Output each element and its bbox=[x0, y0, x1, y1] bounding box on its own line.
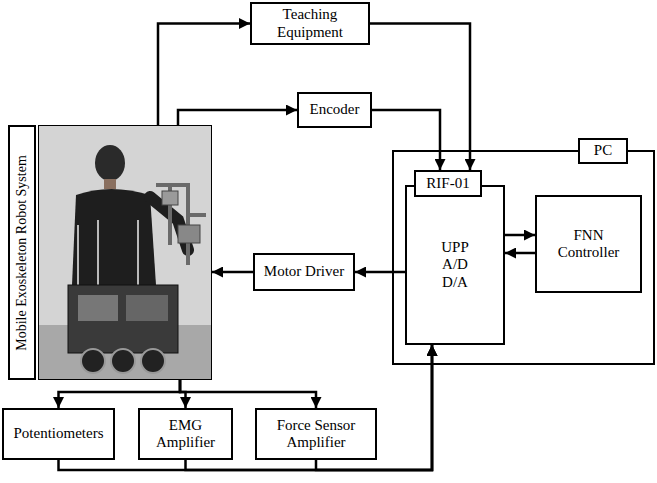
block-box: Teaching Equipment bbox=[250, 2, 370, 45]
signal-arrow bbox=[180, 380, 316, 408]
box-label: Mobile Exoskeleton Robot System bbox=[14, 155, 30, 351]
person-neck bbox=[104, 179, 116, 189]
box-label: FNN Controller bbox=[551, 227, 626, 262]
robot-photo bbox=[38, 125, 212, 380]
signal-arrow bbox=[372, 110, 440, 170]
person-head bbox=[95, 145, 125, 181]
box-label: PC bbox=[594, 142, 612, 159]
base-panel bbox=[126, 295, 168, 321]
signal-arrow bbox=[370, 24, 470, 171]
wheel bbox=[111, 349, 135, 373]
wheel bbox=[81, 349, 105, 373]
signal-arrow bbox=[178, 110, 297, 125]
box-label: RIF-01 bbox=[426, 175, 469, 192]
signal-arrow bbox=[212, 271, 253, 274]
photo-border bbox=[39, 126, 212, 380]
label-strip: Mobile Exoskeleton Robot System bbox=[8, 125, 36, 380]
block-box: FNN Controller bbox=[535, 195, 642, 293]
robot-base bbox=[68, 285, 178, 353]
block-box: RIF-01 bbox=[414, 170, 482, 197]
wheel bbox=[141, 349, 165, 373]
cable bbox=[78, 220, 138, 290]
person-torso bbox=[72, 189, 156, 285]
block-box: Potentiometers bbox=[2, 408, 115, 460]
box-label: Teaching Equipment bbox=[265, 6, 355, 41]
pc-frame: PCRIF-01UPP A/D D/AFNN Controller bbox=[392, 150, 655, 365]
box-label: Force Sensor Amplifier bbox=[266, 417, 366, 452]
signal-arrow bbox=[505, 252, 535, 255]
box-label: EMG Amplifier bbox=[151, 417, 221, 452]
block-box: Motor Driver bbox=[253, 253, 355, 291]
connector-group bbox=[59, 24, 536, 471]
exoskeleton-joint bbox=[162, 191, 178, 205]
box-label: Potentiometers bbox=[14, 425, 104, 442]
exoskeleton-motor bbox=[178, 225, 200, 243]
box-label: Encoder bbox=[310, 101, 360, 118]
box-label: Motor Driver bbox=[264, 263, 344, 280]
signal-arrow bbox=[505, 234, 535, 237]
signal-arrow bbox=[59, 380, 181, 408]
box-label: UPP A/D D/A bbox=[435, 239, 475, 291]
block-box: EMG Amplifier bbox=[138, 408, 233, 460]
photo-wall bbox=[38, 125, 212, 380]
block-box: Encoder bbox=[297, 92, 372, 128]
robot-system: Mobile Exoskeleton Robot System bbox=[8, 125, 212, 380]
base-panel bbox=[78, 295, 118, 321]
block-box: UPP A/D D/A bbox=[405, 185, 505, 345]
label-tab: PC bbox=[578, 138, 628, 164]
signal-arrow bbox=[355, 271, 405, 274]
block-box: Force Sensor Amplifier bbox=[255, 408, 377, 460]
exoskeleton-frame bbox=[156, 185, 206, 265]
